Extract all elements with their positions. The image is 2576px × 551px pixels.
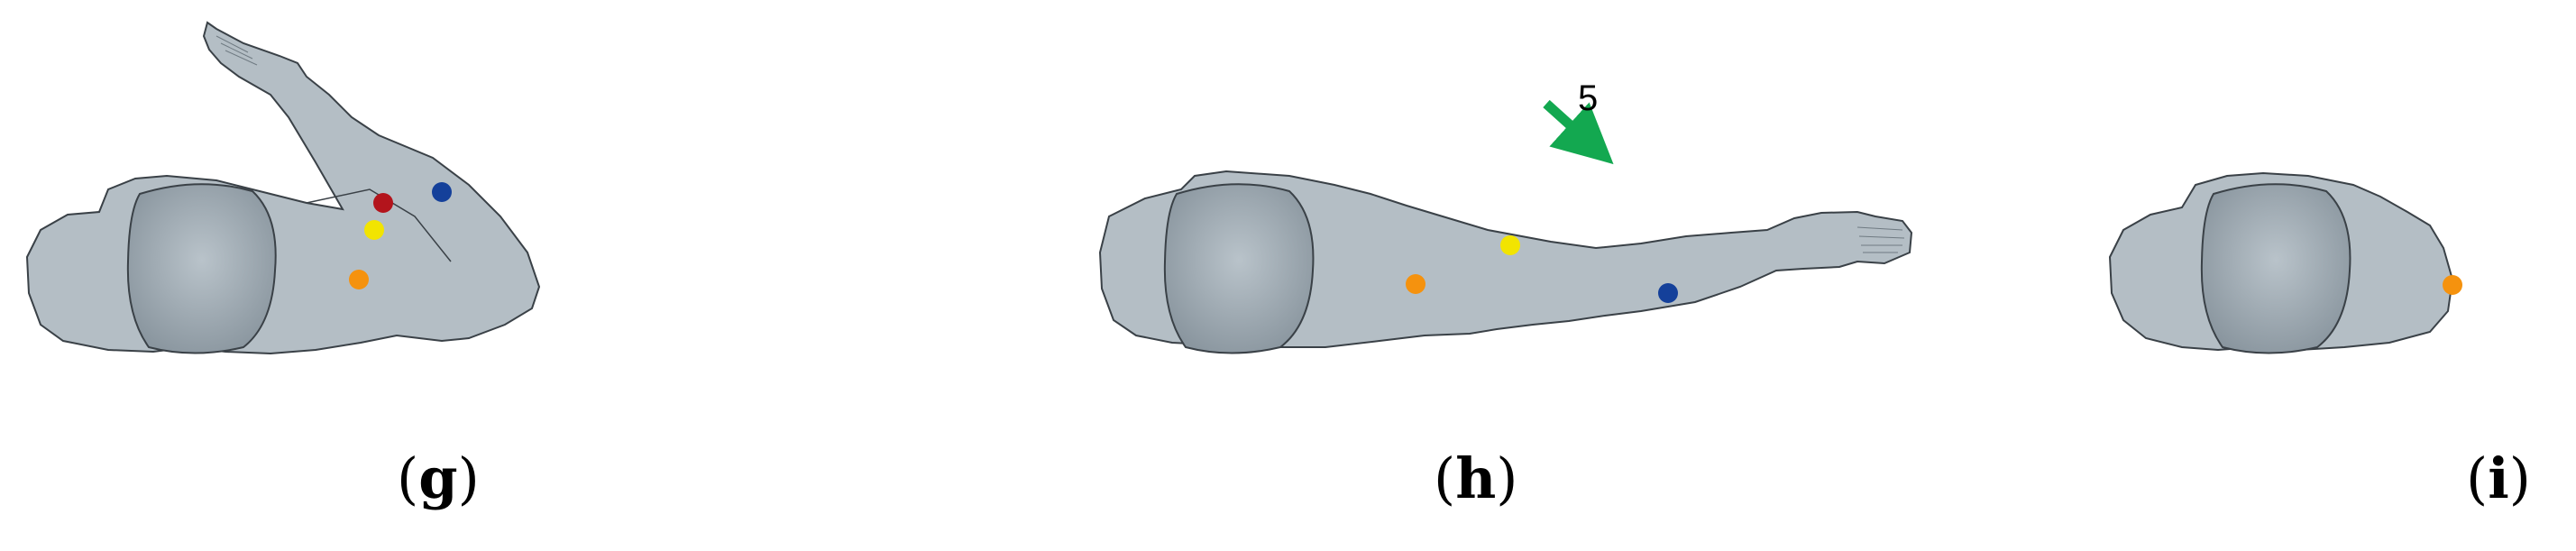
caption-open-paren: (: [1434, 445, 1456, 511]
marker-yellow: [364, 220, 384, 240]
caption-close-paren: ): [2508, 445, 2531, 511]
caption-close-paren: ): [457, 445, 480, 511]
arrow-label: 5: [1578, 78, 1598, 118]
head-shape: [2200, 183, 2351, 354]
figure-i-illustration: [2108, 171, 2462, 354]
caption-open-paren: (: [397, 445, 419, 511]
caption-g: (g): [397, 451, 480, 507]
force-arrow: [1543, 99, 1614, 165]
hand-line: [1856, 226, 1905, 253]
marker-red: [373, 193, 393, 213]
caption-letter: g: [418, 445, 458, 511]
head-shape: [126, 183, 277, 354]
marker-orange: [2443, 275, 2462, 295]
figure-g-illustration: [25, 21, 541, 355]
marker-blue: [1658, 283, 1678, 303]
marker-blue: [432, 182, 452, 202]
caption-letter: i: [2488, 445, 2509, 511]
caption-close-paren: ): [1496, 445, 1518, 511]
hand-line: [215, 35, 258, 66]
marker-orange: [1406, 274, 1426, 294]
head-shape: [1163, 183, 1315, 354]
body-silhouette: [25, 21, 541, 355]
caption-i: (i): [2466, 451, 2531, 507]
caption-h: (h): [1434, 451, 1517, 507]
panel-i: [2083, 0, 2480, 433]
figure-h-illustration: 5: [1098, 78, 1913, 354]
marker-yellow: [1500, 235, 1520, 255]
marker-orange: [349, 270, 369, 289]
panel-h: 5: [1046, 0, 1948, 433]
panel-g: [0, 0, 577, 433]
caption-open-paren: (: [2466, 445, 2489, 511]
caption-letter: h: [1455, 445, 1497, 511]
